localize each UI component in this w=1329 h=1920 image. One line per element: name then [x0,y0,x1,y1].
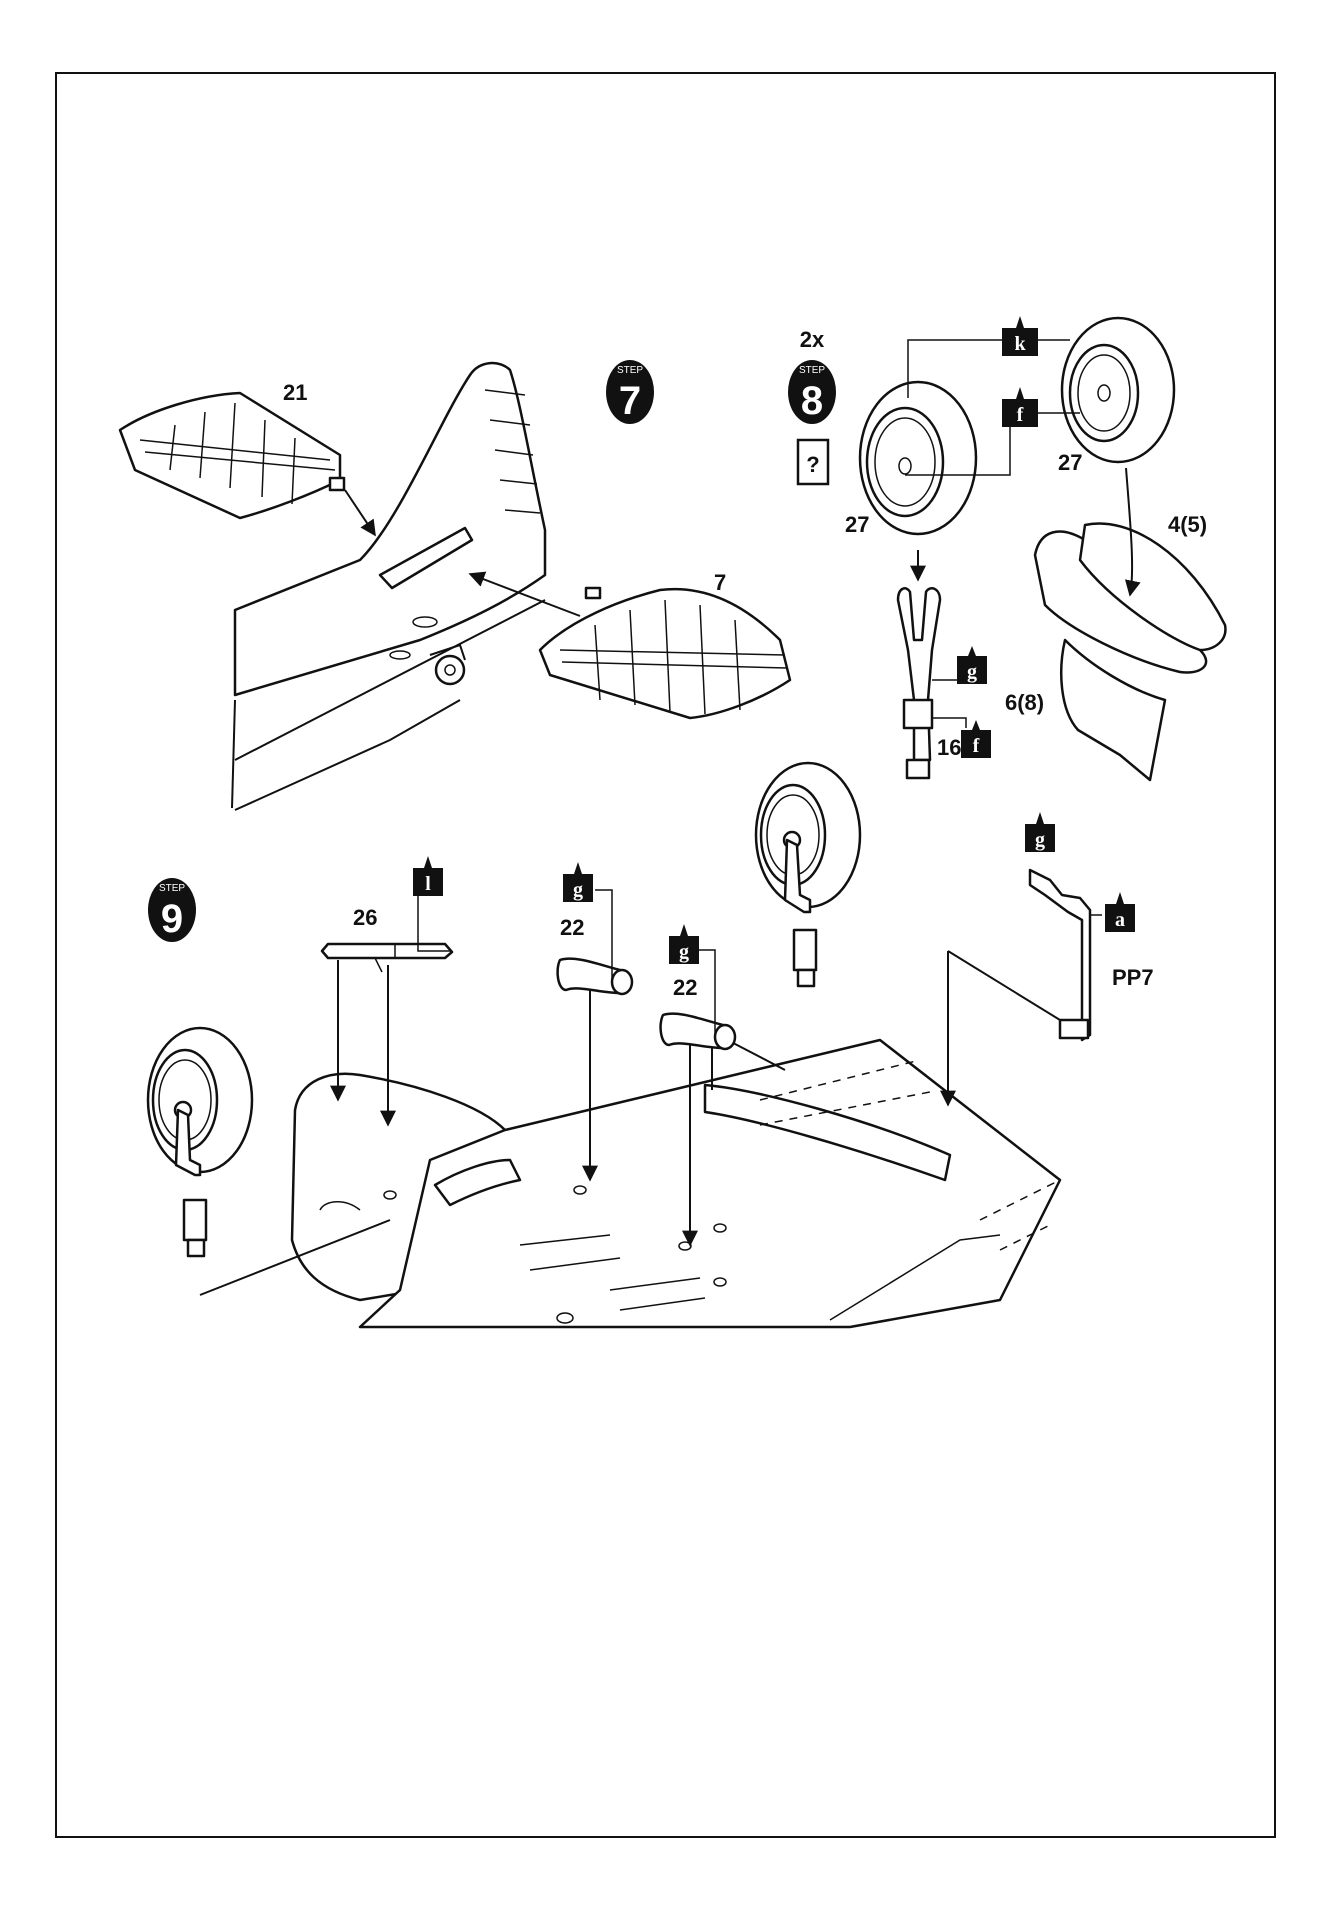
step-8-multiplier: 2x [800,327,825,352]
label-part-27-left: 27 [845,512,869,537]
wing-underside [358,1038,1062,1329]
svg-text:8: 8 [801,379,823,423]
paint-marker-g-icon: g [1025,812,1055,852]
svg-text:f: f [973,735,980,757]
step-8-diagram: 27 27 6(8) 16 4(5) [845,316,1227,782]
rudder-slot [378,526,474,590]
step-8-badge: 2x STEP 8 ? [788,327,836,486]
paint-marker-a-icon: a [1105,892,1135,932]
svg-text:a: a [1115,909,1125,931]
label-part-pp7: PP7 [1112,965,1154,990]
step-9-diagram: 26 22 22 PP7 [146,761,1154,1329]
svg-text:STEP: STEP [799,365,825,376]
step-8-note: ? [806,452,819,477]
svg-text:f: f [1017,404,1024,426]
stabilizer-7 [538,587,792,720]
paint-marker-g-icon: g [957,646,987,684]
label-part-27-right: 27 [1058,450,1082,475]
svg-text:g: g [1035,829,1045,851]
label-part-22-a: 22 [560,915,584,940]
paint-marker-f-icon: f [1002,387,1038,427]
label-part-7: 7 [714,570,726,595]
part-pp7-bracket [1028,868,1092,1042]
paint-marker-g-icon: g [669,924,699,964]
page-frame [55,72,1276,1838]
oleo-strut-6-8 [896,587,942,762]
svg-text:g: g [967,661,977,683]
svg-text:STEP: STEP [159,883,185,894]
label-part-16: 16 [937,735,961,760]
svg-text:g: g [679,941,689,963]
svg-text:STEP: STEP [617,365,643,376]
svg-text:g: g [573,879,583,901]
part-26-rod [320,942,454,960]
stabilizer-21 [118,391,342,520]
tail-fin [233,361,547,697]
step-7-diagram: 21 7 [118,361,792,811]
step-9-badge: STEP 9 [148,878,196,942]
label-part-22-b: 22 [673,975,697,1000]
paint-marker-l-icon: l [413,856,443,896]
arrow-7 [468,571,581,617]
paint-marker-f-icon: f [961,720,991,758]
label-part-21: 21 [283,380,307,405]
tail-wheel [434,654,466,686]
label-part-4-5: 4(5) [1168,512,1207,537]
label-part-6-8: 6(8) [1005,690,1044,715]
step-7-badge: STEP 7 [606,360,654,424]
svg-text:9: 9 [161,897,183,941]
svg-text:k: k [1014,333,1026,355]
label-part-26: 26 [353,905,377,930]
svg-text:l: l [425,873,431,895]
svg-text:7: 7 [619,379,641,423]
paint-marker-k-icon: k [1002,316,1038,356]
paint-marker-g-icon: g [563,862,593,902]
arrow-21 [344,489,376,537]
